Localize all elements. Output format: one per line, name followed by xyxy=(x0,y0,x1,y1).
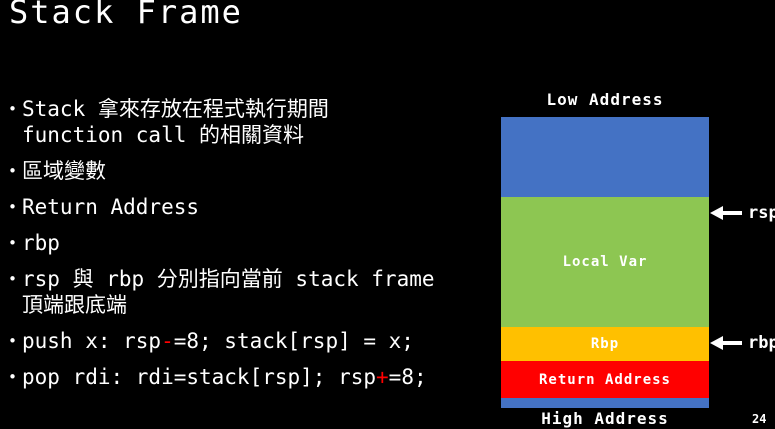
bullet-text: 區域變數 xyxy=(22,159,106,183)
arrow-left-icon xyxy=(710,206,723,220)
stack-block-rbp: Rbp xyxy=(501,327,709,361)
arrow-shaft xyxy=(723,341,742,345)
high-address-label: High Address xyxy=(541,409,669,428)
bullet-text: push x: rsp-=8; stack[rsp] = x; xyxy=(22,329,414,353)
stack-block-label: Local Var xyxy=(562,254,648,270)
bullet-marker-icon: • xyxy=(8,368,18,386)
bullet-marker-icon: • xyxy=(8,270,18,288)
page-number: 24 xyxy=(752,412,767,426)
bullet-item: •push x: rsp-=8; stack[rsp] = x; xyxy=(8,328,500,354)
bullet-marker-icon: • xyxy=(8,162,18,180)
arrow-left-icon xyxy=(710,336,723,350)
bullet-text: rbp xyxy=(22,231,60,255)
rsp-pointer: rsp xyxy=(710,203,775,223)
stack-block-label: Return Address xyxy=(538,371,671,388)
bullet-marker-icon: • xyxy=(8,234,18,252)
rbp-pointer: rbp xyxy=(710,333,775,353)
stack-block-base-strip xyxy=(501,398,709,408)
bullet-marker-icon: • xyxy=(8,100,18,118)
low-address-label: Low Address xyxy=(546,90,664,109)
bullet-text: pop rdi: rdi=stack[rsp]; rsp+=8; xyxy=(22,365,427,389)
pointer-label: rbp xyxy=(748,333,775,353)
arrow-shaft xyxy=(723,211,742,215)
stack-block-local-var: Local Var xyxy=(501,197,709,327)
stack-block-return-address: Return Address xyxy=(501,361,709,398)
page-title: Stack Frame xyxy=(9,0,243,31)
stack-block-free-space xyxy=(501,117,709,197)
bullet-marker-icon: • xyxy=(8,332,18,350)
bullet-item: •區域變數 xyxy=(8,158,500,184)
pointer-label: rsp xyxy=(748,203,775,223)
stack-block-label: Rbp xyxy=(590,336,620,352)
bullet-item: •pop rdi: rdi=stack[rsp]; rsp+=8; xyxy=(8,364,500,390)
bullet-item: •rbp xyxy=(8,230,500,256)
bullet-marker-icon: • xyxy=(8,198,18,216)
bullet-item: •Return Address xyxy=(8,194,500,220)
bullet-text: Return Address xyxy=(22,195,200,219)
